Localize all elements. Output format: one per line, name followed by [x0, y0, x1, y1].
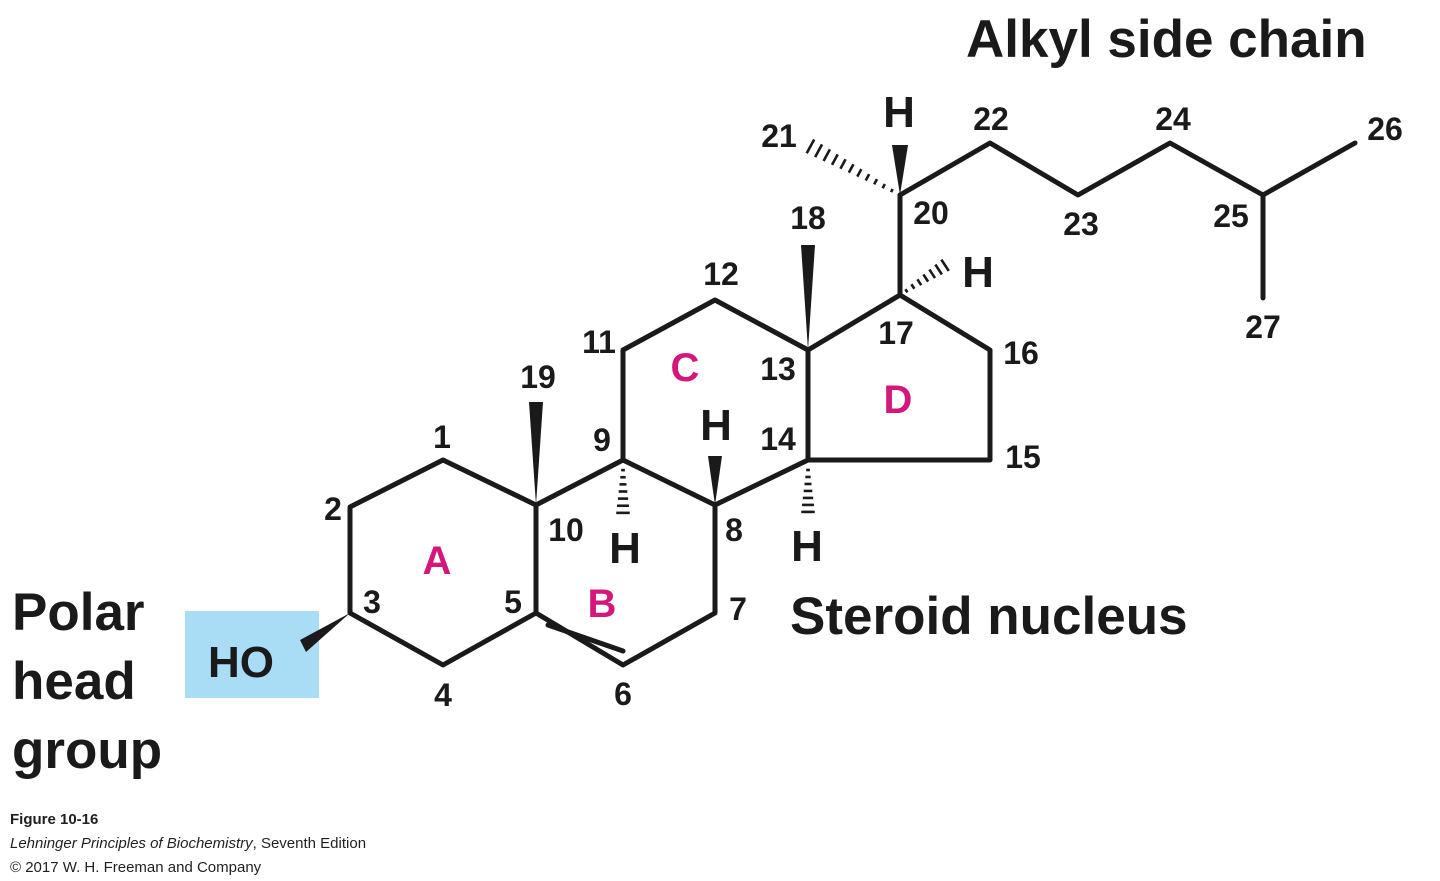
- polar-head-group-line-1: Polar: [12, 583, 145, 642]
- alkyl-side-chain-label: Alkyl side chain: [966, 10, 1367, 69]
- hash-c20-c21-stroke: [822, 148, 832, 162]
- carbon-number-2: 2: [324, 491, 342, 527]
- hydrogen-c14: H: [791, 522, 823, 571]
- carbon-number-27: 27: [1245, 309, 1281, 345]
- wedge-c13-c18: [801, 245, 815, 350]
- carbon-number-20: 20: [913, 195, 949, 231]
- carbon-numbers: 1 2 3 4 5 6 7 8 9 10 11 12 13 14 15 16 1…: [324, 101, 1403, 713]
- wedge-c3-oh: [300, 613, 350, 652]
- carbon-number-11: 11: [582, 324, 616, 360]
- copyright-line: © 2017 W. H. Freeman and Company: [10, 859, 262, 876]
- carbon-number-13: 13: [760, 351, 796, 387]
- ring-d-bonds: [805, 292, 993, 463]
- polar-head-group-label: Polar head group: [12, 578, 162, 785]
- steroid-nucleus-label: Steroid nucleus: [790, 587, 1188, 646]
- carbon-number-1: 1: [433, 419, 451, 455]
- book-title: Lehninger Principles of Biochemistry: [10, 835, 253, 852]
- carbon-number-23: 23: [1063, 206, 1099, 242]
- carbon-number-22: 22: [973, 101, 1009, 137]
- hash-c20-c21-stroke: [830, 153, 839, 166]
- hash-c20-c21-stroke: [864, 173, 871, 182]
- hydrogen-labels: H H H H H: [609, 88, 994, 573]
- hash-c17-h-stroke: [940, 258, 950, 272]
- carbon-number-8: 8: [725, 512, 743, 548]
- carbon-number-9: 9: [593, 422, 611, 458]
- carbon-number-18: 18: [790, 200, 826, 236]
- carbon-number-10: 10: [548, 512, 584, 548]
- double-bond-c5-c6: [545, 622, 626, 654]
- wedge-bonds: [300, 145, 908, 652]
- hash-c20-c21: [805, 138, 894, 193]
- carbon-number-26: 26: [1367, 111, 1403, 147]
- hash-c17-h: [904, 258, 950, 294]
- hash-c20-c21-stroke: [813, 143, 824, 158]
- hash-c17-h-stroke: [922, 273, 930, 283]
- hash-c20-c21-stroke: [805, 138, 816, 154]
- side-chain-bonds: [897, 140, 1358, 198]
- wedge-c8-h: [708, 456, 722, 505]
- carbon-number-15: 15: [1005, 439, 1041, 475]
- hash-c14-h: [801, 468, 815, 514]
- hash-c20-c21-stroke: [856, 168, 863, 178]
- hydrogen-c9: H: [609, 524, 641, 573]
- hydroxyl-highlight-box: [185, 611, 319, 698]
- hash-c20-c21-stroke: [872, 178, 879, 185]
- ring-letter-c: C: [671, 346, 700, 390]
- ring-c-bonds: [620, 297, 811, 508]
- carbon-number-16: 16: [1003, 335, 1039, 371]
- hash-c17-h-stroke: [928, 268, 937, 279]
- wedge-c10-c19: [529, 402, 543, 505]
- hash-c17-h-stroke: [904, 288, 909, 294]
- hash-c17-h-stroke: [910, 283, 916, 290]
- ring-b-bonds: [533, 457, 718, 668]
- carbon-number-21: 21: [761, 118, 797, 154]
- carbon-number-24: 24: [1155, 101, 1191, 137]
- hashed-bonds: [616, 138, 950, 515]
- carbon-number-25: 25: [1213, 198, 1249, 234]
- carbon-number-6: 6: [614, 676, 632, 712]
- hash-c17-h-stroke: [934, 263, 943, 276]
- book-citation: Lehninger Principles of Biochemistry, Se…: [10, 832, 366, 856]
- hydrogen-c20: H: [883, 88, 915, 137]
- polar-head-group-line-2: head: [12, 652, 136, 711]
- hydroxyl-label: HO: [208, 638, 274, 687]
- hash-c20-c21-stroke: [847, 163, 855, 174]
- hash-c20-c21-stroke: [889, 188, 894, 193]
- carbon-number-17: 17: [878, 315, 914, 351]
- hash-c20-c21-stroke: [881, 183, 887, 189]
- carbon-number-4: 4: [434, 677, 452, 713]
- hydrogen-c8: H: [700, 401, 732, 450]
- ring-letters: A B C D: [423, 346, 913, 626]
- wedge-c20-h: [892, 145, 908, 195]
- carbon-number-3: 3: [363, 584, 381, 620]
- carbon-number-19: 19: [520, 359, 556, 395]
- hash-c20-c21-stroke: [839, 158, 847, 170]
- ring-letter-d: D: [884, 378, 913, 422]
- carbon-number-14: 14: [760, 421, 796, 457]
- ring-letter-b: B: [588, 582, 617, 626]
- hash-c17-h-stroke: [916, 278, 923, 286]
- ring-letter-a: A: [423, 539, 452, 583]
- carbon-number-7: 7: [729, 591, 747, 627]
- carbon-number-5: 5: [504, 584, 522, 620]
- polar-head-group-line-3: group: [12, 721, 163, 780]
- hydrogen-c17: H: [962, 248, 994, 297]
- carbon-number-12: 12: [703, 256, 739, 292]
- hash-c9-h: [616, 468, 630, 515]
- figure-caption: Figure 10-16 Lehninger Principles of Bio…: [10, 808, 366, 880]
- book-edition: , Seventh Edition: [252, 835, 367, 852]
- figure-number: Figure 10-16: [10, 811, 99, 828]
